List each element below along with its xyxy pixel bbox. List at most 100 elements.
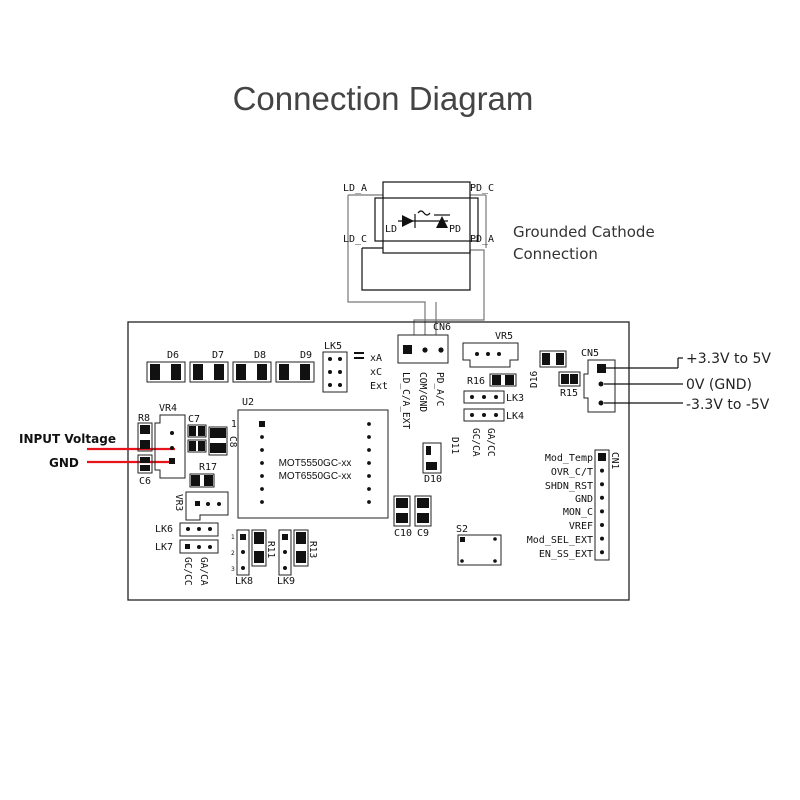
cn1-pin-mon-c: MON_C <box>563 507 593 518</box>
u2-label: U2 <box>242 397 254 408</box>
chip-line-2: MOT6550GC-xx <box>279 471 352 482</box>
input-voltage-label: INPUT Voltage <box>19 432 116 446</box>
cn1-pin-mod-temp: Mod_Temp <box>545 453 593 464</box>
cn6-label: CN6 <box>433 322 451 333</box>
lk6-gc-cc-label: GC/CC <box>182 557 193 586</box>
diode-label-d7: D7 <box>212 350 224 361</box>
u2-pin1-label: 1 <box>231 419 237 430</box>
d10-d11: D11 D10 <box>422 437 460 485</box>
u2-pin <box>259 421 265 427</box>
vr4-label: VR4 <box>159 403 177 414</box>
u2-pin <box>367 448 371 452</box>
r16-lk3-lk4: R16 LK3 LK4 GC/CA GA/CC <box>463 373 524 457</box>
d16-r15: D16 R15 <box>529 350 581 399</box>
lk8-label: LK8 <box>235 576 253 587</box>
lk9-r13: LK9 R13 <box>277 529 318 587</box>
cn1-pin <box>600 536 604 541</box>
diode-label-d9: D9 <box>300 350 312 361</box>
cn1-connector: CN1 Mod_Temp OVR_C/T SHDN_RST GND MON_C … <box>527 449 620 561</box>
lk6-label: LK6 <box>155 524 173 535</box>
cn1-pin <box>600 523 604 527</box>
lk8-pin-3: 3 <box>231 566 235 573</box>
pd-label: PD <box>449 224 461 235</box>
u2-chip: U2 1 MOT5550GC-xx MOT6550GC-xx <box>231 397 389 519</box>
lk6-ga-ca-label: GA/CA <box>198 557 209 586</box>
cn1-pin-ovr-c-t: OVR_C/T <box>551 467 593 478</box>
cn5-label: CN5 <box>581 348 599 359</box>
r15-label: R15 <box>560 388 578 399</box>
cn1-pin <box>600 550 604 555</box>
u2-pin <box>367 487 371 491</box>
diode-label-d8: D8 <box>254 350 266 361</box>
s2-switch: S2 <box>456 524 502 566</box>
c7-label: C7 <box>188 414 200 425</box>
pd-diode-icon <box>430 214 450 228</box>
gc-ca-label: GC/CA <box>470 428 481 457</box>
r11-label: R11 <box>265 541 276 558</box>
r16-label: R16 <box>467 376 485 387</box>
u2-pin <box>367 422 371 426</box>
c7-c8: C7 C8 <box>187 414 238 456</box>
cn6-connector: CN6 LD_C/A_EXT COM/GND PD_A/C <box>397 322 451 429</box>
cn6-pin-com-gnd: COM/GND <box>417 372 428 412</box>
lk8-pin-2: 2 <box>231 550 235 557</box>
lk4-label: LK4 <box>506 411 524 422</box>
r8-label: R8 <box>138 413 150 424</box>
cn1-pin-vref: VREF <box>569 521 593 532</box>
cn1-pin-en-ss-ext: EN_SS_EXT <box>539 549 593 560</box>
c6-label: C6 <box>139 476 151 487</box>
lk5-jumper: LK5 xA xC Ext <box>322 341 388 393</box>
lk5-option-xa: xA <box>370 353 382 364</box>
u2-pin <box>260 448 264 452</box>
laser-package: LD_A PD_C LD_C PD_A LD PD <box>343 181 494 335</box>
u2-pin <box>260 461 264 465</box>
lk5-option-xc: xC <box>370 367 382 378</box>
lk3-label: LK3 <box>506 393 524 404</box>
cn1-pin <box>600 509 604 514</box>
pd-a-label: PD_A <box>470 234 494 245</box>
vr4-area: R8 C6 VR4 <box>137 403 186 487</box>
power-plus-label: +3.3V to 5V <box>686 351 771 367</box>
cn1-pin <box>600 495 604 500</box>
lk5-option-ext: Ext <box>370 381 388 392</box>
c10-label: C10 <box>394 528 412 539</box>
pd-c-label: PD_C <box>470 183 494 194</box>
u2-pin <box>260 487 264 491</box>
grounded-cathode-note-line2: Connection <box>513 245 598 263</box>
vr3-potentiometer: VR3 <box>173 491 229 521</box>
u2-pin <box>260 474 264 478</box>
page-title: Connection Diagram <box>233 80 534 117</box>
ld-label: LD <box>385 224 397 235</box>
ld-a-label: LD_A <box>343 183 367 194</box>
lk7-label: LK7 <box>155 542 173 553</box>
d11-label: D11 <box>449 437 460 454</box>
ga-cc-label: GA/CC <box>485 428 496 457</box>
cn1-pin <box>600 468 604 473</box>
diodes-row: D6 D7 D8 D9 <box>146 350 315 383</box>
r13-label: R13 <box>307 541 318 558</box>
c8-label: C8 <box>227 436 238 448</box>
lk9-label: LK9 <box>277 576 295 587</box>
vr5-potentiometer: VR5 <box>462 331 519 368</box>
lk6-lk7: LK6 LK7 GC/CC GA/CA <box>155 522 219 586</box>
ld-diode-icon <box>398 210 431 228</box>
d16-label: D16 <box>529 371 540 388</box>
u2-pin <box>367 435 371 439</box>
lk8-r11: 1 2 3 LK8 R11 <box>231 529 276 587</box>
lk5-label: LK5 <box>324 341 342 352</box>
cn1-pin <box>600 482 604 487</box>
u2-pin <box>367 461 371 465</box>
power-minus-label: -3.3V to -5V <box>686 397 770 413</box>
u2-pin <box>367 500 371 504</box>
cn6-pin-ld-c-a-ext: LD_C/A_EXT <box>400 372 411 429</box>
power-zero-label: 0V (GND) <box>686 377 752 393</box>
c9-label: C9 <box>417 528 429 539</box>
diode-label-d6: D6 <box>167 350 179 361</box>
s2-label: S2 <box>456 524 468 535</box>
cn5-connector: CN5 <box>581 348 683 413</box>
d10-label: D10 <box>424 474 442 485</box>
cn6-pin-pd-a-c: PD_A/C <box>434 372 445 406</box>
u2-pin <box>260 435 264 439</box>
lk8-pin-1: 1 <box>231 534 235 541</box>
